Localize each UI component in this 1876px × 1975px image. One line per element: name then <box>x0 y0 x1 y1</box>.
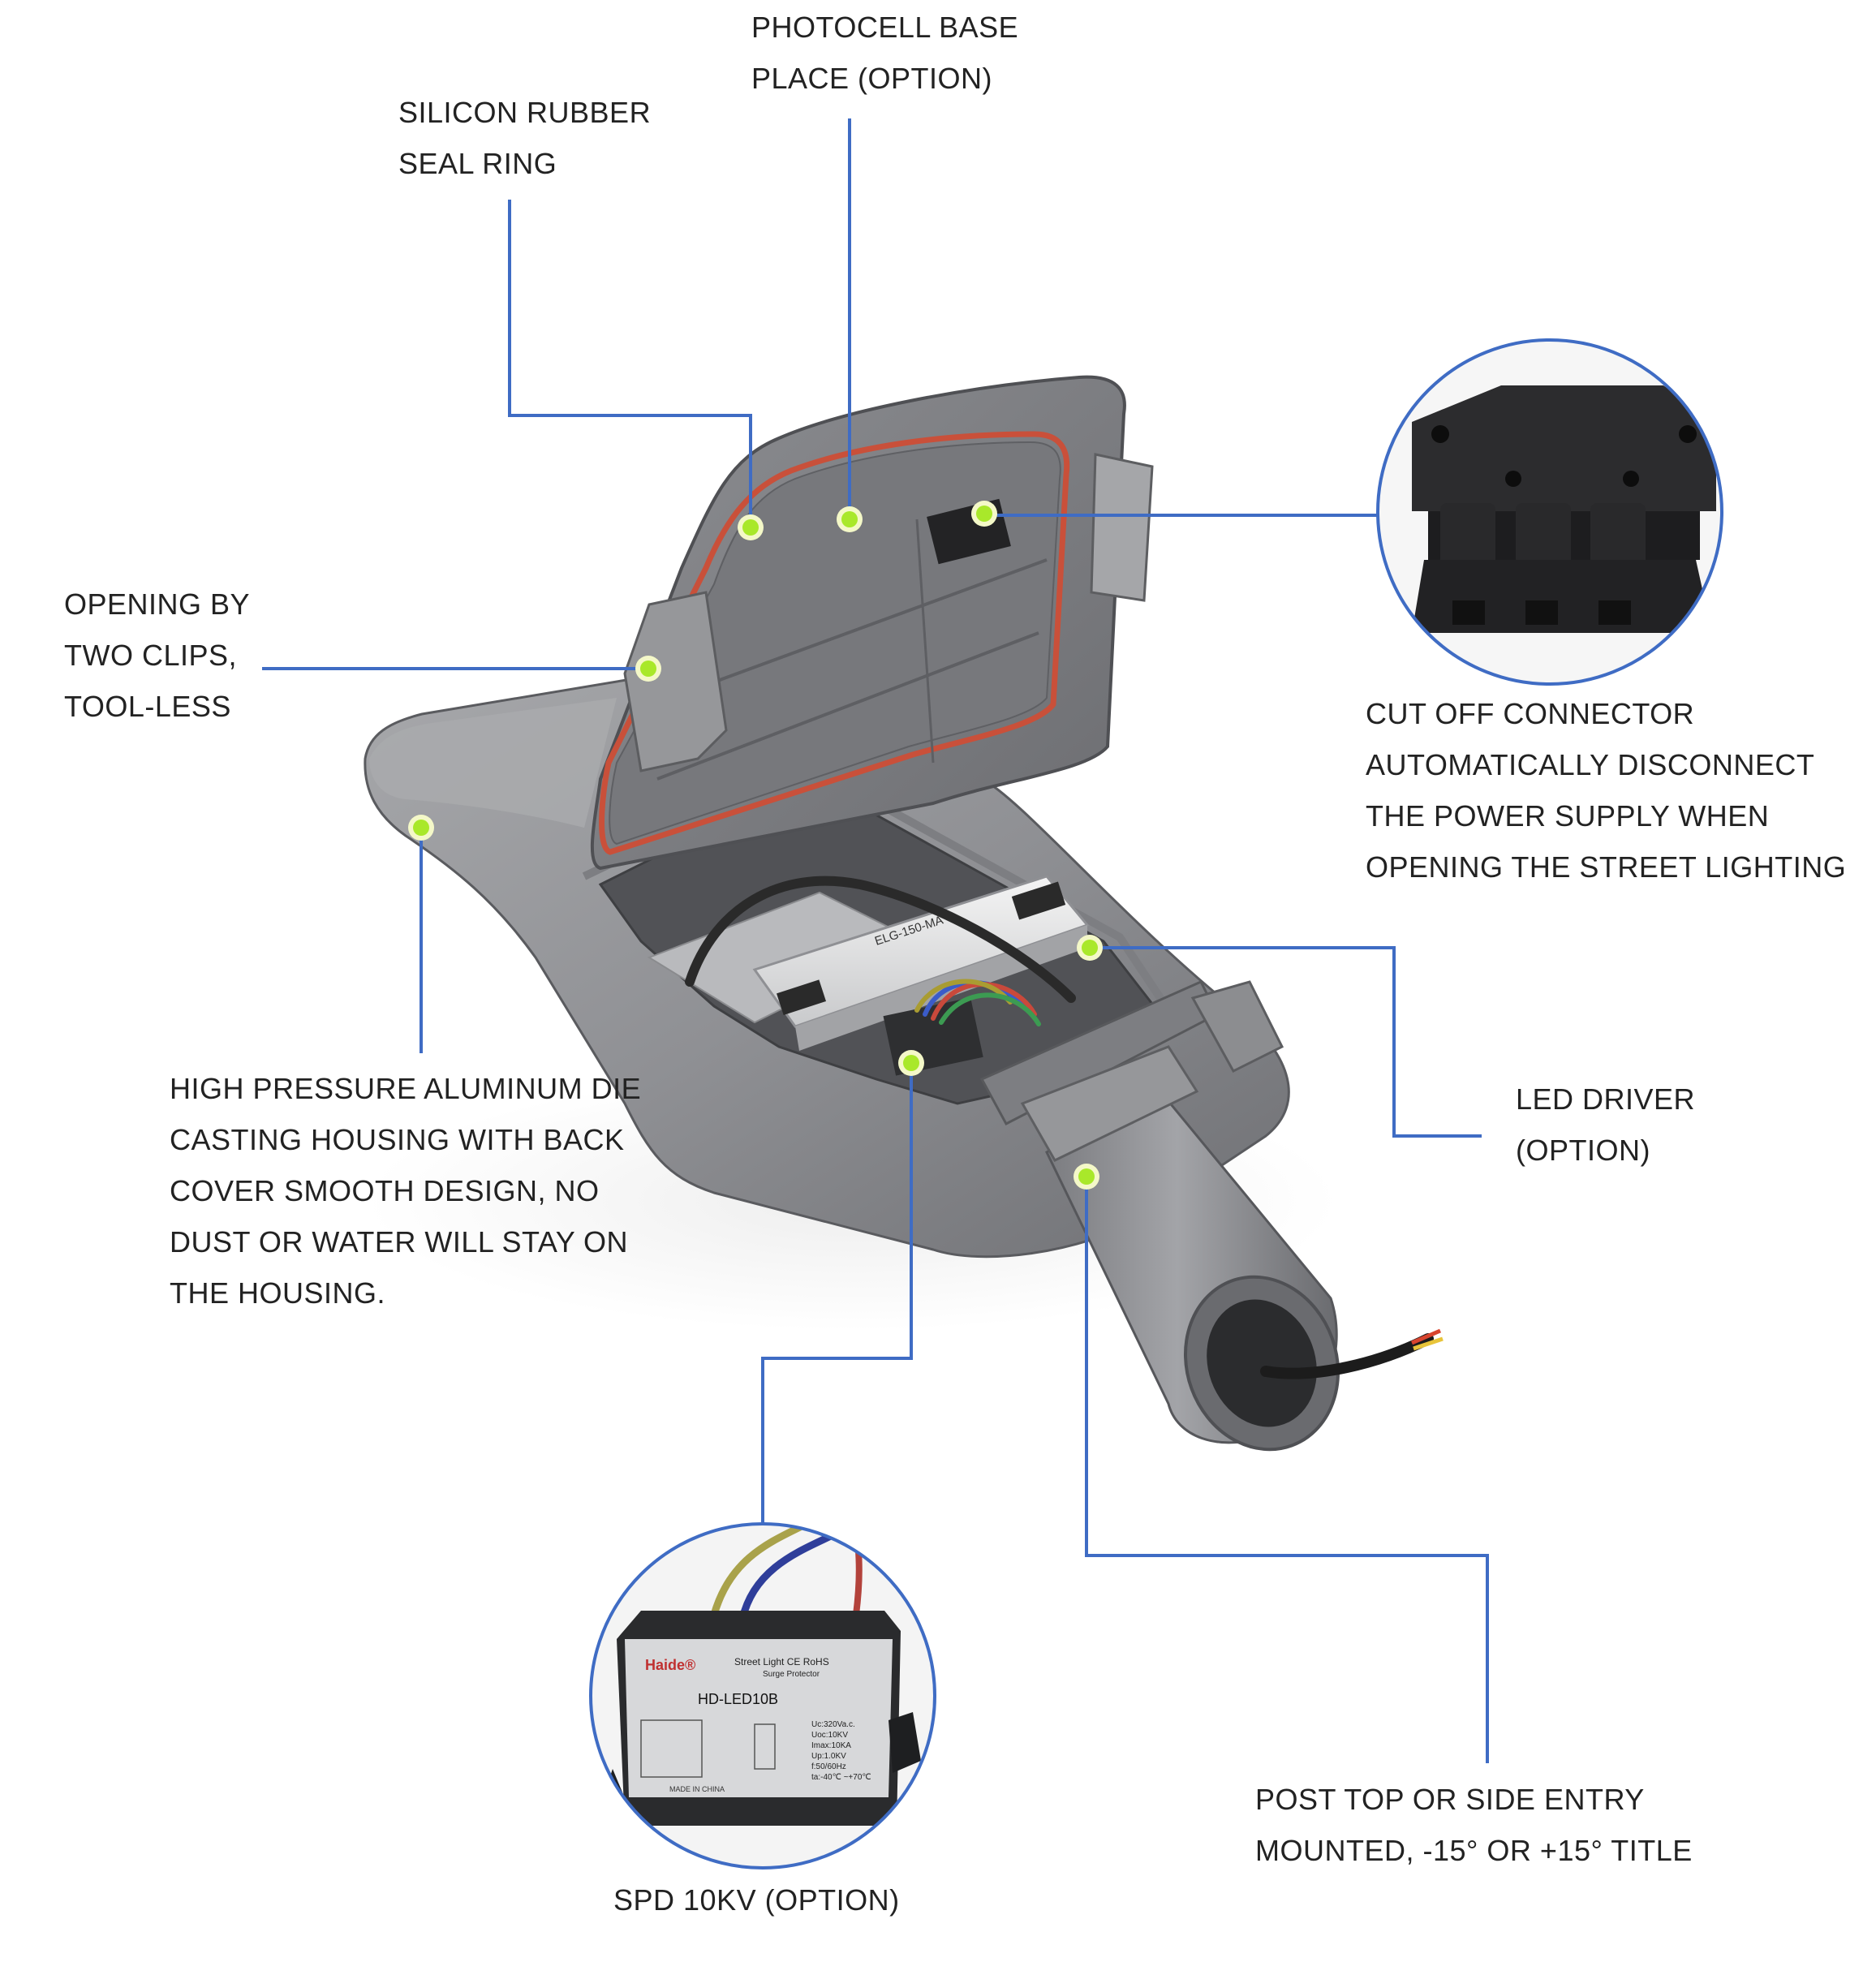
callout-line: SILICON RUBBER <box>398 96 652 129</box>
marker-clips <box>635 656 661 682</box>
callout-line: AUTOMATICALLY DISCONNECT <box>1366 748 1815 781</box>
housing-top-face <box>369 698 617 828</box>
entry-pipe <box>1020 1045 1444 1452</box>
callout-led-driver: LED DRIVER (OPTION) <box>1516 1074 1695 1176</box>
leader-lines <box>262 118 1489 1763</box>
callout-cutoff-connector: CUT OFF CONNECTOR AUTOMATICALLY DISCONNE… <box>1366 688 1846 893</box>
callout-line: PHOTOCELL BASE <box>751 11 1019 44</box>
leader-spd <box>761 1065 913 1524</box>
callout-line: SEAL RING <box>398 147 557 180</box>
callout-line: OPENING BY <box>64 587 251 621</box>
spd-model: HD-LED10B <box>698 1691 778 1707</box>
callout-photocell-base: PHOTOCELL BASE PLACE (OPTION) <box>751 2 1018 104</box>
callout-post-entry: POST TOP OR SIDE ENTRY MOUNTED, -15° OR … <box>1255 1774 1693 1876</box>
callout-line: TWO CLIPS, <box>64 639 238 672</box>
callout-spd: SPD 10KV (OPTION) <box>613 1874 900 1926</box>
callout-line: (OPTION) <box>1516 1134 1650 1167</box>
marker-spd <box>898 1050 924 1076</box>
spd-spec-1: Uoc:10KV <box>811 1731 848 1740</box>
marker-seal-ring <box>738 514 764 540</box>
leader-post <box>1085 1177 1489 1763</box>
spd-inset: Haide® Street Light CE RoHS Surge Protec… <box>589 1522 936 1870</box>
open-lid <box>590 375 1154 871</box>
spd-spec-4: f:50/60Hz <box>811 1762 846 1771</box>
callout-line: PLACE (OPTION) <box>751 62 993 95</box>
spd-origin: MADE IN CHINA <box>669 1785 725 1793</box>
marker-cutoff <box>971 501 997 527</box>
spd-spec-0: Uc:320Va.c. <box>811 1720 855 1729</box>
spd-subtitle: Surge Protector <box>763 1670 820 1679</box>
leader-seal-ring <box>508 200 752 527</box>
front-clip <box>623 591 728 772</box>
side-clip-right <box>1190 980 1284 1073</box>
callout-line: DUST OR WATER WILL STAY ON <box>170 1225 629 1259</box>
marker-photocell <box>837 506 863 532</box>
internal-wires <box>685 876 1076 1026</box>
seal-ring <box>599 431 1070 855</box>
leader-driver <box>1090 946 1482 1138</box>
callout-line: HIGH PRESSURE ALUMINUM DIE <box>170 1072 642 1105</box>
street-light-illustration: ELG-150-MA <box>364 375 1444 1452</box>
callout-seal-ring: SILICON RUBBER SEAL RING <box>398 87 651 189</box>
marker-driver <box>1077 935 1103 961</box>
spd-spec-5: ta:-40℃ ~+70℃ <box>811 1773 871 1782</box>
callout-line: OPENING THE STREET LIGHTING <box>1366 850 1847 884</box>
callout-line: POST TOP OR SIDE ENTRY <box>1255 1783 1645 1816</box>
spd-brand: Haide® <box>645 1657 695 1673</box>
spd-spec-2: Imax:10KA <box>811 1741 851 1750</box>
callout-line: LED DRIVER <box>1516 1082 1696 1116</box>
callout-line: THE HOUSING. <box>170 1276 386 1310</box>
callout-two-clips: OPENING BY TWO CLIPS, TOOL-LESS <box>64 579 250 732</box>
callout-line: THE POWER SUPPLY WHEN <box>1366 799 1770 833</box>
markers <box>408 501 1103 1190</box>
callout-line: CASTING HOUSING WITH BACK <box>170 1123 625 1156</box>
callout-line: CUT OFF CONNECTOR <box>1366 697 1695 730</box>
callout-line: TOOL-LESS <box>64 690 231 723</box>
callout-line: SPD 10KV (OPTION) <box>613 1883 900 1917</box>
callout-line: MOUNTED, -15° OR +15° TITLE <box>1255 1834 1693 1867</box>
spd-title: Street Light CE RoHS <box>734 1656 829 1667</box>
marker-housing <box>408 815 434 841</box>
spd-spec-3: Up:1.0KV <box>811 1752 846 1761</box>
callout-housing: HIGH PRESSURE ALUMINUM DIE CASTING HOUSI… <box>170 1063 641 1319</box>
callout-line: COVER SMOOTH DESIGN, NO <box>170 1174 600 1207</box>
marker-post <box>1074 1164 1099 1190</box>
cutoff-connector-inset <box>1376 338 1723 686</box>
